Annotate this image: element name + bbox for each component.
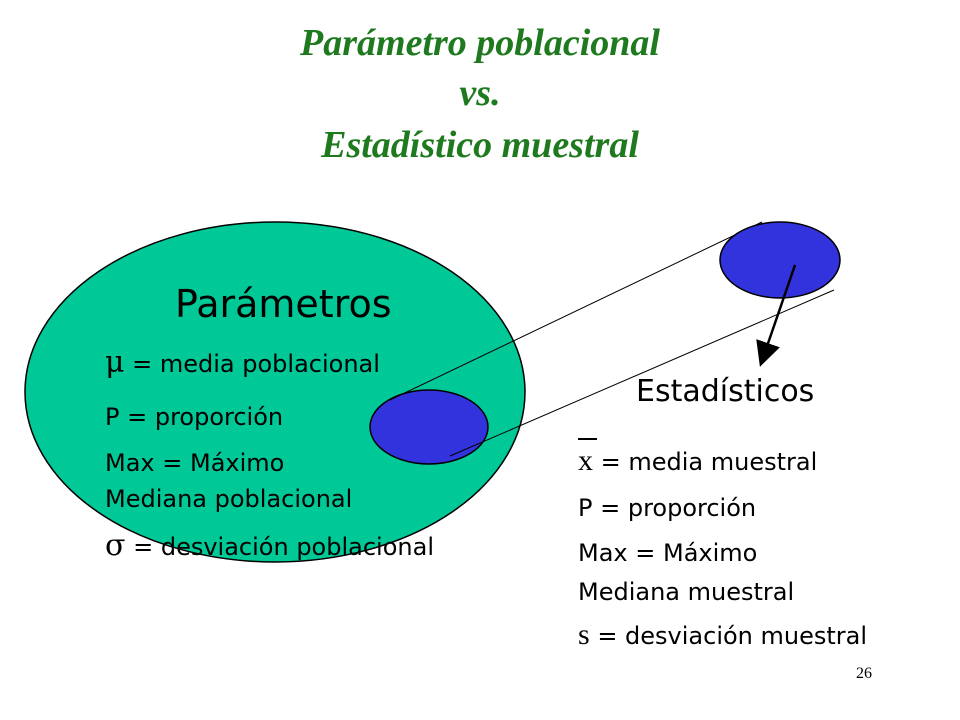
sample-item: Max = Máximo [578, 539, 757, 567]
sample-item-text: Mediana muestral [578, 578, 795, 606]
x-bar-symbol: x [578, 438, 597, 477]
projection-line-top [389, 221, 763, 401]
sample-ellipse-small [369, 389, 489, 465]
population-item: Max = Máximo [105, 449, 284, 477]
population-item-text: = desviación poblacional [125, 533, 434, 561]
title-line-3: Estadístico muestral [321, 124, 639, 166]
population-item-text: Mediana poblacional [105, 485, 353, 513]
sample-item: Mediana muestral [578, 578, 794, 606]
sample-item-text: Max = Máximo [578, 539, 758, 567]
population-item: σ = desviación poblacional [105, 528, 434, 563]
sample-item: s = desviación muestral [578, 618, 867, 652]
title-line-1: Parámetro poblacional [300, 22, 660, 64]
population-ellipse [24, 221, 526, 563]
arrow [756, 264, 797, 367]
sample-item: x = media muestral [578, 438, 818, 478]
population-item-text: = media poblacional [124, 350, 380, 378]
sample-item-text: = desviación muestral [589, 622, 868, 650]
s-symbol: s [578, 618, 590, 651]
projection-line-bottom [449, 289, 835, 457]
sample-item: P = proporción [578, 494, 756, 522]
page-number: 26 [856, 665, 872, 682]
population-item-text: P = proporción [105, 403, 284, 431]
population-item: μ = media poblacional [105, 345, 380, 380]
population-item: P = proporción [105, 403, 283, 431]
sample-ellipse-large [719, 221, 841, 299]
sample-heading: Estadísticos [636, 374, 815, 409]
mu-symbol: μ [105, 345, 125, 380]
population-item: Mediana poblacional [105, 485, 352, 513]
title-line-2: vs. [459, 72, 501, 114]
sample-item-text: P = proporción [578, 494, 757, 522]
population-heading: Parámetros [175, 282, 392, 326]
population-item-text: Max = Máximo [105, 449, 285, 477]
sigma-symbol: σ [105, 528, 126, 563]
sample-item-text: = media muestral [593, 448, 818, 476]
